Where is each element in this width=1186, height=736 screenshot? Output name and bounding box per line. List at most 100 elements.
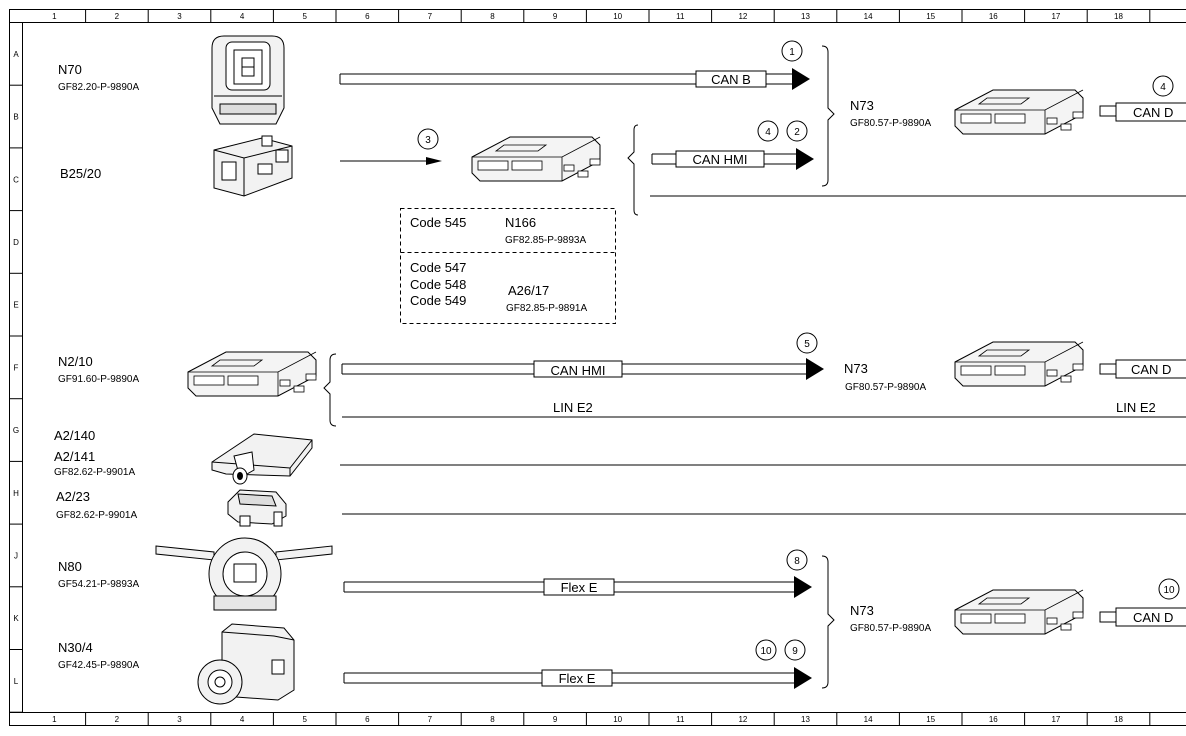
ignition-switch-icon bbox=[197, 623, 295, 705]
row-letter: H bbox=[13, 489, 19, 498]
n73-mid-control-unit-icon bbox=[954, 341, 1084, 387]
ref-circle-1 bbox=[781, 40, 803, 62]
column-number: 6 bbox=[365, 715, 370, 724]
a2-141-label: A2/141 bbox=[54, 449, 95, 464]
sheet-frame bbox=[9, 9, 1186, 726]
a2-140-label: A2/140 bbox=[54, 428, 95, 443]
brace-middle-left bbox=[323, 353, 337, 427]
column-number: 2 bbox=[115, 12, 120, 21]
ref-circle-3 bbox=[417, 128, 439, 150]
n73-top-control-unit-icon bbox=[954, 89, 1084, 135]
ref-4a: 4 bbox=[765, 127, 771, 138]
flex-e-bot-arrowhead bbox=[794, 667, 812, 689]
row-letter: J bbox=[14, 551, 18, 560]
n73-bot-control-unit-icon bbox=[954, 589, 1084, 635]
can-hmi-mid-label-box bbox=[533, 360, 623, 378]
ref-3: 3 bbox=[425, 135, 431, 146]
row-letter: C bbox=[13, 175, 19, 184]
b25-20-arrowhead bbox=[426, 157, 442, 165]
a2-23-code: GF82.62-P-9901A bbox=[56, 510, 137, 521]
column-number: 9 bbox=[553, 715, 558, 724]
ref-circle-2 bbox=[786, 120, 808, 142]
n80-code: GF54.21-P-9893A bbox=[58, 579, 139, 590]
ref-9: 9 bbox=[792, 646, 798, 657]
can-d-bot-label-box bbox=[1115, 607, 1186, 627]
a26-17-option-1: Code 547 bbox=[410, 260, 466, 275]
row-letter: A bbox=[13, 50, 19, 59]
can-d-top-stub bbox=[1099, 105, 1117, 117]
column-number: 8 bbox=[490, 12, 495, 21]
n73-mid-code: GF80.57-P-9890A bbox=[845, 382, 926, 393]
flex-e-bot-label-box bbox=[541, 669, 613, 687]
ref-10b: 10 bbox=[1163, 585, 1175, 596]
can-d-mid-stub bbox=[1099, 363, 1117, 375]
column-number: 13 bbox=[801, 715, 810, 724]
column-number: 18 bbox=[1114, 12, 1123, 21]
brace-upper-left bbox=[627, 124, 639, 216]
n70-code: GF82.20-P-9890A bbox=[58, 82, 139, 93]
can-b-label: CAN B bbox=[711, 72, 751, 87]
column-number: 4 bbox=[240, 12, 245, 21]
column-number: 15 bbox=[926, 715, 935, 724]
options-box bbox=[400, 208, 616, 324]
column-number: 17 bbox=[1051, 12, 1060, 21]
column-ruler: 1122334455667788991010111112121313141415… bbox=[52, 9, 1151, 726]
column-number: 5 bbox=[302, 715, 307, 724]
column-number: 14 bbox=[864, 12, 873, 21]
row-letter: G bbox=[13, 426, 19, 435]
row-letter: E bbox=[13, 301, 18, 310]
n30-4-code: GF42.45-P-9890A bbox=[58, 660, 139, 671]
ref-circle-10a bbox=[755, 639, 777, 661]
n166-code: GF82.85-P-9893A bbox=[505, 235, 586, 246]
ref-1: 1 bbox=[789, 47, 795, 58]
column-number: 11 bbox=[676, 715, 685, 724]
column-number: 10 bbox=[613, 715, 622, 724]
n166-label: N166 bbox=[505, 215, 536, 230]
can-d-mid-label: CAN D bbox=[1131, 362, 1171, 377]
n2-10-label: N2/10 bbox=[58, 354, 93, 369]
column-number: 12 bbox=[738, 715, 747, 724]
can-d-bot-label: CAN D bbox=[1133, 610, 1173, 625]
n166-control-unit-icon bbox=[471, 136, 601, 182]
column-number: 9 bbox=[553, 12, 558, 21]
n80-label: N80 bbox=[58, 559, 82, 574]
column-number: 7 bbox=[428, 715, 433, 724]
flex-e-bot-label: Flex E bbox=[559, 671, 596, 686]
can-b-arrowhead bbox=[792, 68, 810, 90]
column-number: 3 bbox=[177, 12, 182, 21]
brace-lower-right bbox=[821, 555, 835, 689]
column-number: 10 bbox=[613, 12, 622, 21]
column-number: 4 bbox=[240, 715, 245, 724]
can-hmi-mid-arrowhead bbox=[806, 358, 824, 380]
overhead-control-panel-icon bbox=[211, 35, 285, 125]
column-number: 16 bbox=[989, 12, 998, 21]
antenna-module-icon bbox=[211, 433, 313, 485]
column-number: 11 bbox=[676, 12, 685, 21]
column-number: 7 bbox=[428, 12, 433, 21]
lin-e2-right-label: LIN E2 bbox=[1116, 400, 1156, 415]
connector-sensor-icon bbox=[213, 135, 293, 197]
column-number: 12 bbox=[738, 12, 747, 21]
ref-10a: 10 bbox=[760, 646, 772, 657]
flex-e-top-label-box bbox=[543, 578, 615, 596]
can-d-mid-label-box bbox=[1115, 359, 1186, 379]
a2-141-code: GF82.62-P-9901A bbox=[54, 467, 135, 478]
n73-bot-code: GF80.57-P-9890A bbox=[850, 623, 931, 634]
n30-4-label: N30/4 bbox=[58, 640, 93, 655]
ref-2: 2 bbox=[794, 127, 800, 138]
column-number: 1 bbox=[52, 12, 57, 21]
sensor-module-icon bbox=[227, 489, 287, 527]
n2-10-code: GF91.60-P-9890A bbox=[58, 374, 139, 385]
row-letter: K bbox=[13, 614, 19, 623]
ref-8: 8 bbox=[794, 556, 800, 567]
n2-10-control-unit-icon bbox=[187, 351, 317, 397]
column-number: 16 bbox=[989, 715, 998, 724]
a26-17-option-2: Code 548 bbox=[410, 277, 466, 292]
lin-e2-left-label: LIN E2 bbox=[553, 400, 593, 415]
b25-20-label: B25/20 bbox=[60, 166, 101, 181]
flex-e-top-label: Flex E bbox=[561, 580, 598, 595]
row-letter: D bbox=[13, 238, 19, 247]
n73-bot-label: N73 bbox=[850, 603, 874, 618]
a2-23-label: A2/23 bbox=[56, 489, 90, 504]
